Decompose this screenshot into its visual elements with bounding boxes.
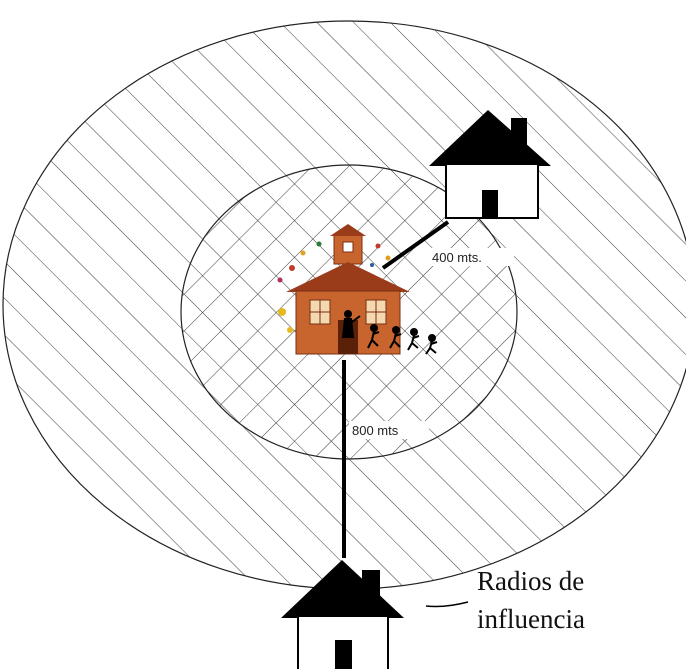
distance-label-800: 800 mts [352, 423, 399, 438]
distance-label-400: 400 mts. [432, 250, 482, 265]
caption-pointer [426, 602, 468, 607]
caption-line-1: Radios de [477, 566, 584, 596]
caption-line-2: influencia [477, 604, 585, 634]
